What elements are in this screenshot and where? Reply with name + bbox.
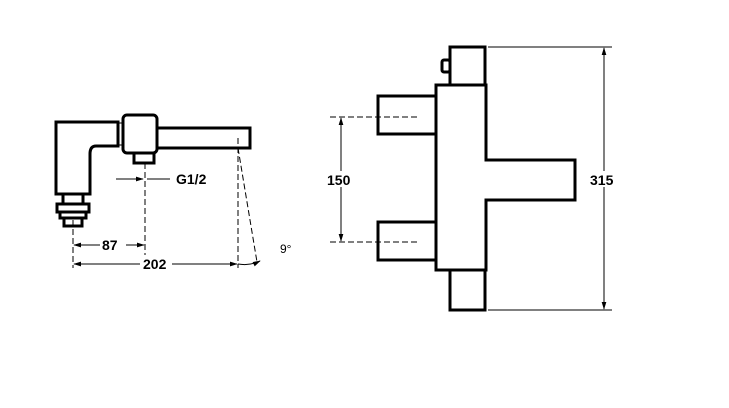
side-spout xyxy=(157,126,252,150)
swivel-line xyxy=(237,147,258,263)
dim-150-label: 150 xyxy=(327,172,351,188)
dim-202-label: 202 xyxy=(143,256,167,272)
front-bottom-cap xyxy=(448,268,487,312)
front-view: 150 315 xyxy=(326,45,620,312)
front-lower-inlet xyxy=(376,220,438,262)
angle-label: 9° xyxy=(280,242,292,256)
front-top-cap xyxy=(448,45,487,87)
front-upper-inlet xyxy=(376,94,438,136)
dim-315-label: 315 xyxy=(590,172,614,188)
side-inlet-connector xyxy=(132,151,156,165)
dim-87-label: 87 xyxy=(102,237,118,253)
front-body xyxy=(434,83,577,272)
side-view: G1/2 87 202 9° xyxy=(54,113,292,272)
side-lower-fitting xyxy=(55,192,91,228)
thread-label: G1/2 xyxy=(176,171,207,187)
angle-arc xyxy=(237,260,261,267)
side-body xyxy=(54,120,120,196)
front-cap-notch xyxy=(440,58,452,74)
side-nut xyxy=(121,113,159,155)
